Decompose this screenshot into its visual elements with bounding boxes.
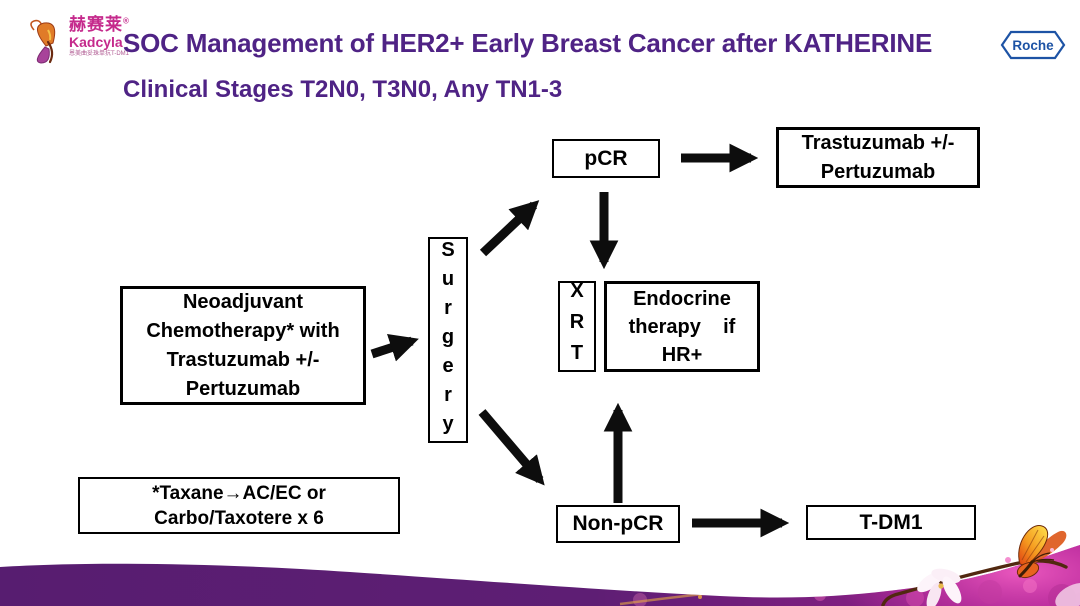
- kadcyla-brand-en: Kadcyla: [69, 34, 123, 50]
- white-flower: [917, 568, 962, 606]
- footnote-box: *Taxane→AC/EC or Carbo/Taxotere x 6: [78, 477, 400, 534]
- bokeh-dot: [814, 589, 826, 601]
- endocrine-line: HR+: [661, 343, 703, 366]
- wave-shape: [0, 545, 1080, 606]
- non-pcr-label: Non-pCR: [572, 512, 664, 535]
- arrow-neoadjuvant-to-surgery: [370, 333, 419, 362]
- arrow-surgery-to-nonpcr: [478, 409, 545, 486]
- kadcyla-logo: 赫赛莱® Kadcyla 恩美曲妥珠单抗T-DM1: [24, 16, 129, 66]
- kadcyla-butterfly-icon: [30, 19, 56, 64]
- arrow-surgery-to-pcr: [479, 200, 540, 257]
- bokeh-dot: [906, 589, 924, 606]
- trastuzumab-pertuzumab-box: Trastuzumab +/- Pertuzumab: [776, 127, 980, 188]
- neoadjuvant-line: Chemotherapy* with: [146, 319, 340, 342]
- neoadjuvant-line: Trastuzumab +/-: [166, 348, 320, 371]
- bokeh-dot: [870, 577, 880, 587]
- roche-logo: Roche: [1000, 30, 1066, 65]
- kadcyla-brand-sub: 恩美曲妥珠单抗T-DM1: [69, 51, 130, 57]
- kadcyla-registered-mark: ®: [123, 16, 129, 26]
- page-title: SOC Management of HER2+ Early Breast Can…: [123, 28, 933, 58]
- non-pcr-box: Non-pCR: [556, 505, 680, 543]
- bokeh-dot: [633, 593, 647, 606]
- roche-logo-text: Roche: [1012, 38, 1054, 53]
- gold-dust-dot: [698, 595, 702, 599]
- pcr-box: pCR: [552, 139, 660, 178]
- bokeh-dot: [1005, 561, 1011, 567]
- surgery-box: Surgery: [428, 237, 468, 443]
- gold-dust-dot: [743, 591, 747, 595]
- xrt-box: XRT: [558, 280, 596, 373]
- bokeh-dot: [978, 580, 1002, 604]
- neoadjuvant-line: Neoadjuvant: [182, 290, 304, 313]
- neoadjuvant-chemo-box: Neoadjuvant Chemotherapy* with Trastuzum…: [120, 286, 366, 405]
- bokeh-dot: [1048, 584, 1076, 606]
- pcr-label: pCR: [584, 146, 628, 170]
- flower-petal: [1055, 582, 1080, 606]
- surgery-label: Surgery: [437, 238, 459, 442]
- branch-swirl: [881, 559, 1068, 606]
- neoadjuvant-line: Pertuzumab: [185, 377, 301, 400]
- endocrine-therapy-box: Endocrine therapy if HR+: [604, 281, 760, 372]
- footnote-line: *Taxane→AC/EC or: [152, 482, 326, 504]
- endocrine-line: therapy if: [628, 315, 736, 338]
- kadcyla-brand-cn: 赫赛莱: [69, 15, 123, 34]
- gold-swirl: [619, 576, 881, 606]
- bokeh-dot: [1023, 579, 1037, 593]
- page-subtitle: Clinical Stages T2N0, T3N0, Any TN1-3: [123, 76, 563, 103]
- tdm1-box: T-DM1: [806, 505, 976, 540]
- xrt-label: XRT: [566, 280, 588, 373]
- butterfly-decoration: [1005, 525, 1067, 579]
- trastuzumab-line: Pertuzumab: [820, 160, 936, 183]
- endocrine-line: Endocrine: [633, 287, 731, 310]
- tdm1-label: T-DM1: [859, 510, 923, 534]
- footnote-line: Carbo/Taxotere x 6: [154, 507, 324, 529]
- kadcyla-wordmark: 赫赛莱® Kadcyla 恩美曲妥珠单抗T-DM1: [69, 16, 129, 57]
- trastuzumab-line: Trastuzumab +/-: [801, 131, 955, 154]
- bokeh-dot: [951, 568, 959, 576]
- roche-hexagon-icon: Roche: [1000, 30, 1066, 60]
